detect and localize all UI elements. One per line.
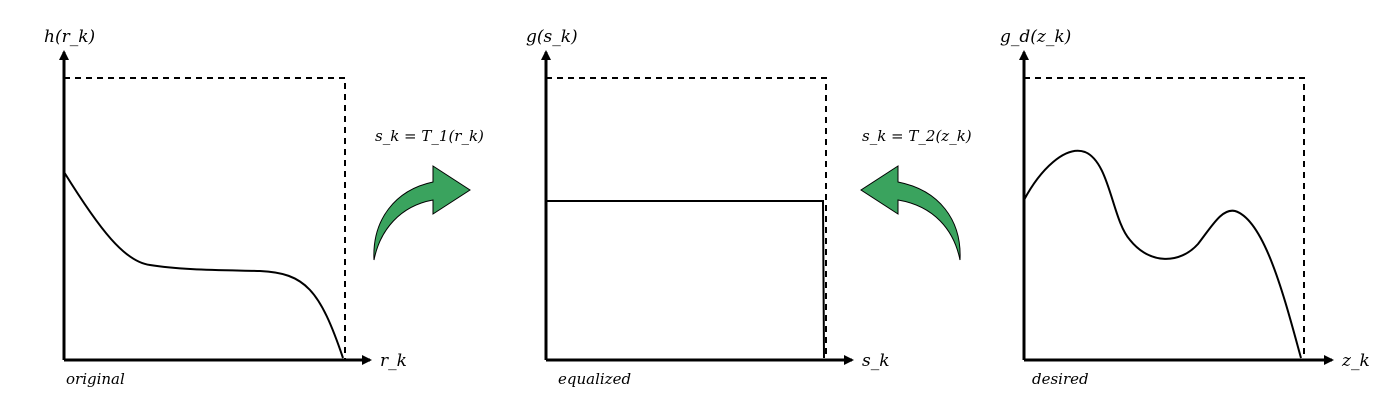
transform-t1: s_k = T_1(r_k): [373, 127, 484, 261]
bounding-dashed-box: [546, 77, 827, 360]
panel-caption: desired: [1032, 370, 1089, 388]
transform-t2: s_k = T_2(z_k): [860, 127, 972, 261]
x-axis-label: z_k: [1341, 351, 1370, 371]
y-axis-label: g_d(z_k): [1000, 27, 1071, 47]
panel-caption: equalized: [558, 370, 631, 388]
transform-equation: s_k = T_2(z_k): [862, 127, 972, 145]
x-axis-label: s_k: [862, 351, 890, 371]
histogram-curve: [546, 200, 825, 359]
histogram-curve: [1023, 149, 1302, 359]
histogram-curve: [63, 171, 344, 359]
panel-caption: original: [66, 370, 125, 388]
panel-equalized: g(s_k) s_k equalized: [526, 27, 890, 388]
panel-original: h(r_k) r_k original: [44, 27, 407, 388]
transform-equation: s_k = T_1(r_k): [375, 127, 484, 145]
bounding-dashed-box: [1024, 77, 1305, 360]
curved-arrow-left-icon: [860, 165, 961, 261]
x-axis-label: r_k: [380, 351, 407, 371]
curved-arrow-right-icon: [373, 165, 471, 261]
y-axis-label: g(s_k): [526, 27, 578, 47]
bounding-dashed-box: [64, 77, 346, 360]
panel-desired: g_d(z_k) z_k desired: [1000, 27, 1370, 388]
y-axis-label: h(r_k): [44, 27, 95, 47]
